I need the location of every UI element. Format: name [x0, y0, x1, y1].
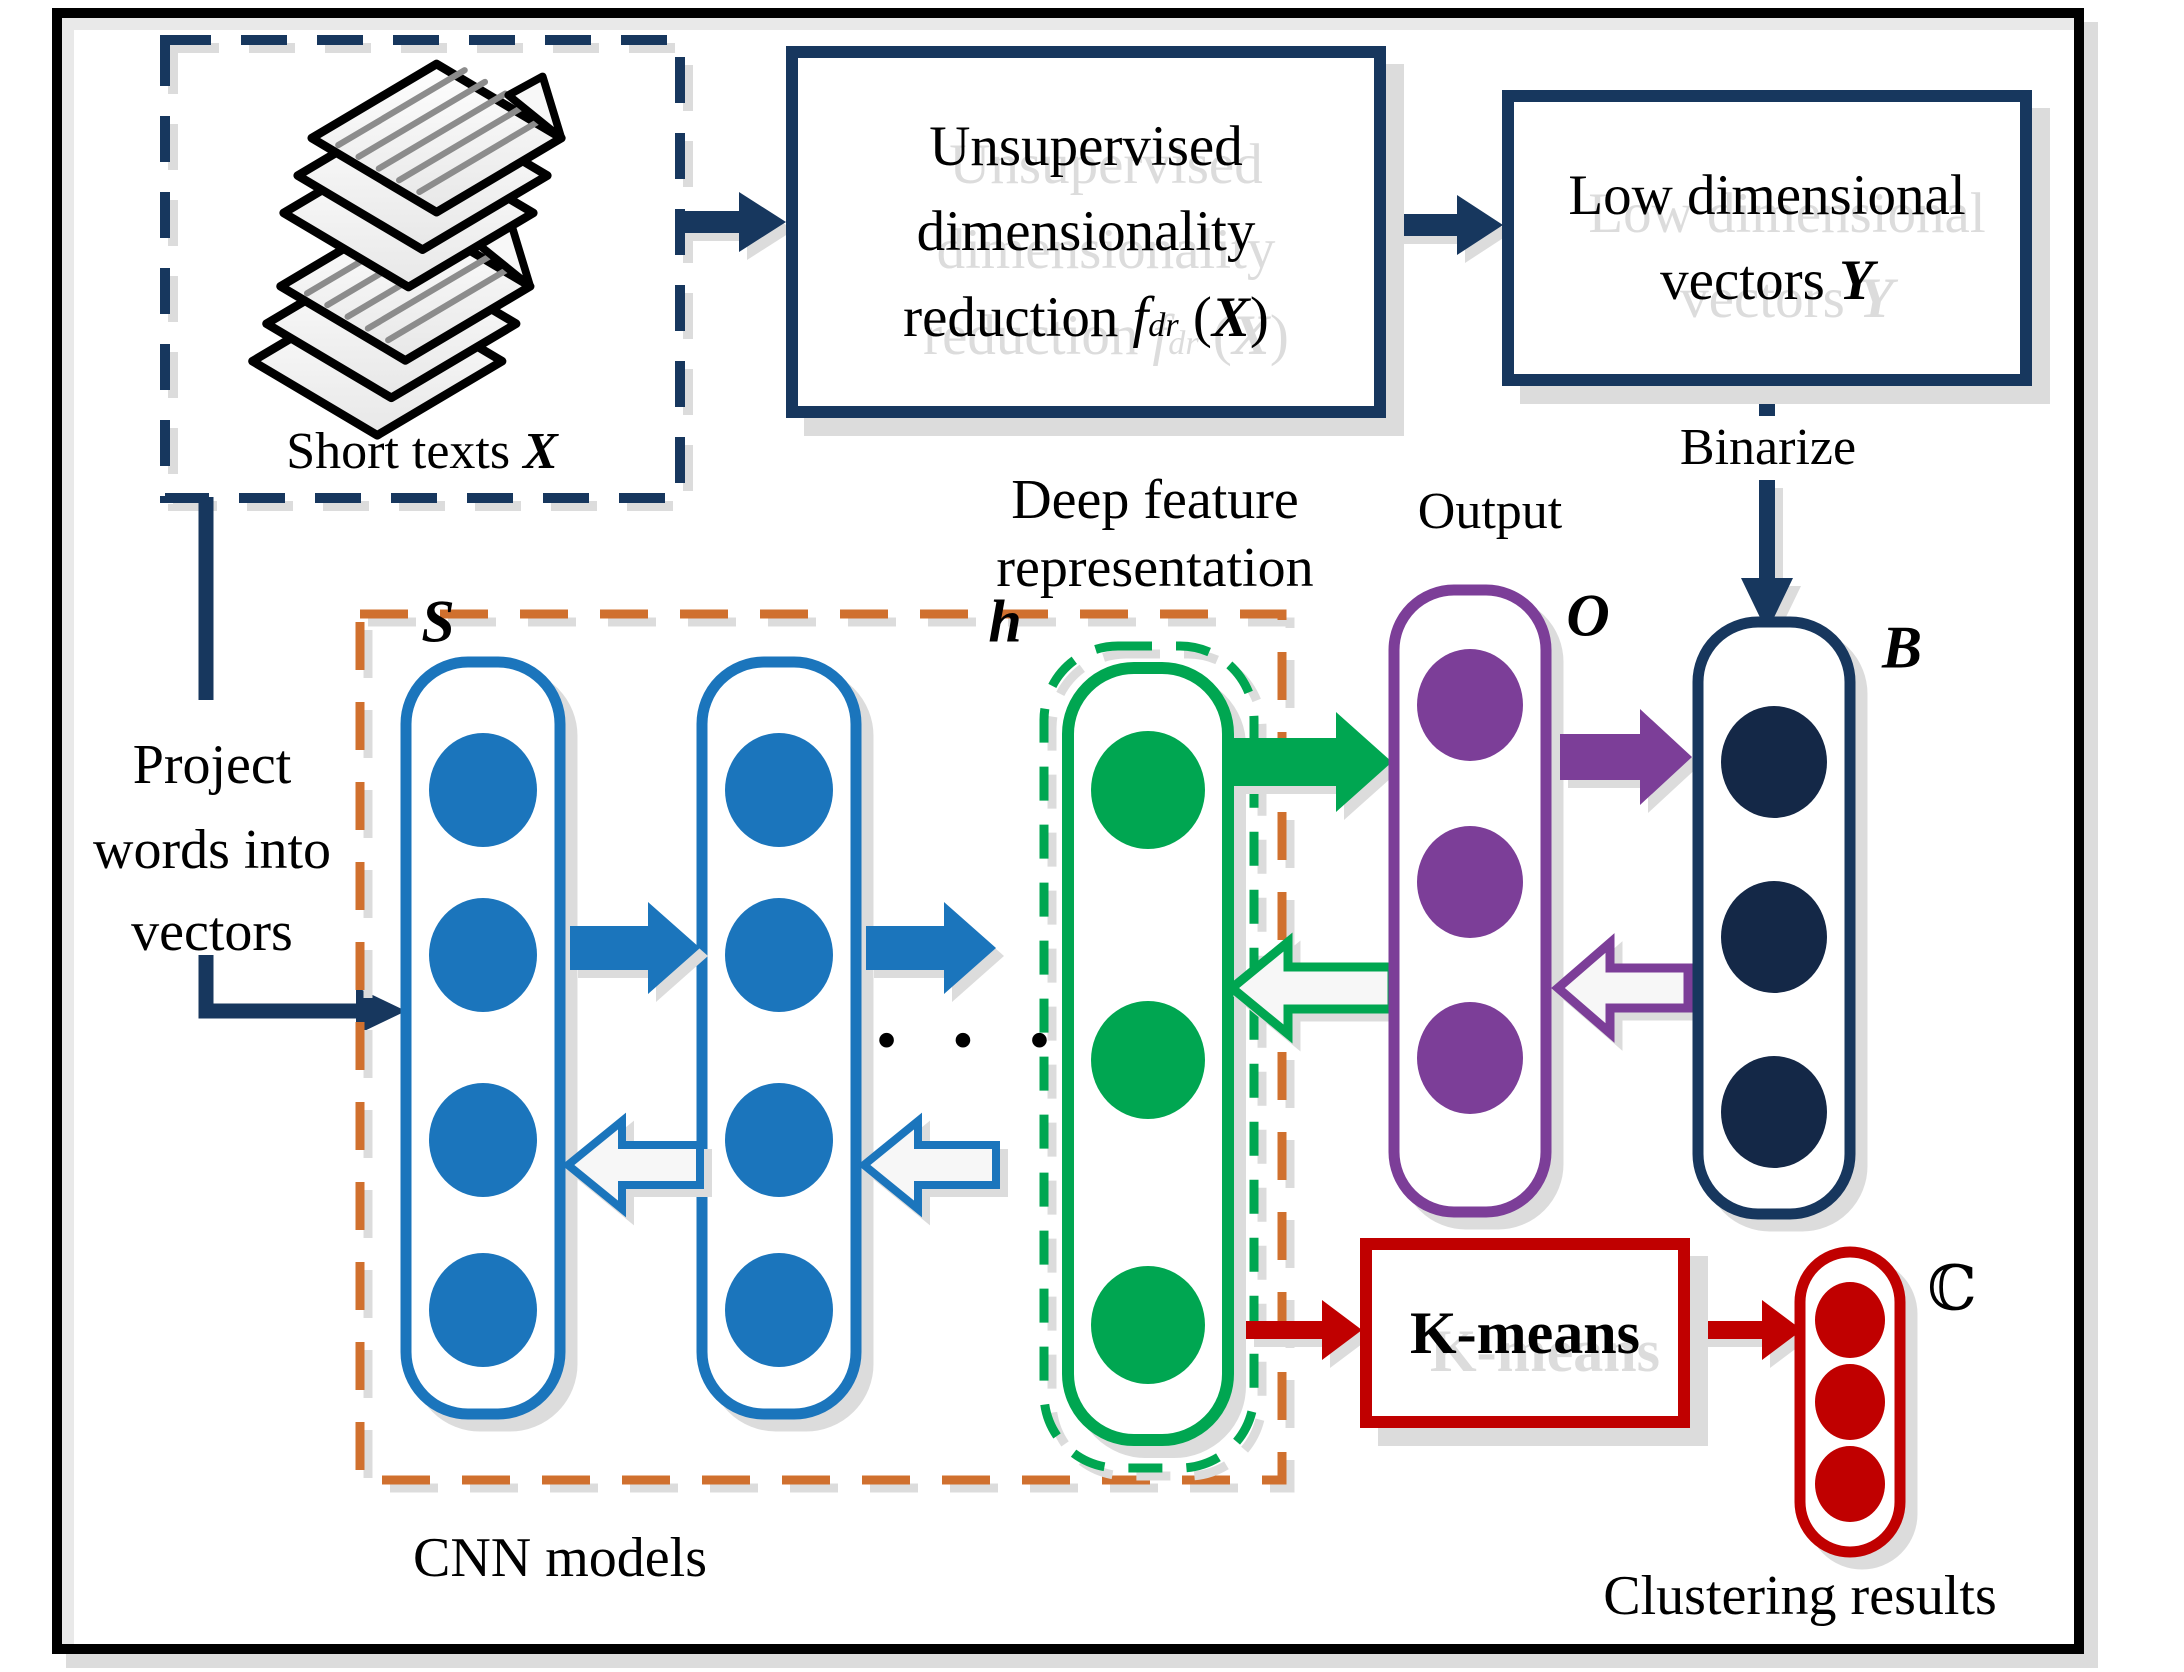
low-dim-line2: vectors Y — [1660, 238, 1874, 324]
project-words-line3: vectors — [131, 900, 293, 963]
cluster-node — [1815, 1446, 1885, 1522]
neuron-node — [429, 898, 537, 1012]
arrow-h-to-kmeans — [1246, 1300, 1362, 1360]
output-o-column — [1388, 584, 1552, 1218]
paren-close: ) — [1249, 285, 1269, 349]
neuron-node — [429, 733, 537, 847]
dim-reduction-line1: Unsupervised — [929, 114, 1243, 178]
cnn-models-label: CNN models — [413, 1526, 707, 1589]
backward-arrow-blue-1 — [561, 1112, 704, 1218]
project-words-line1: Project — [132, 733, 292, 796]
cluster-node — [1815, 1364, 1885, 1440]
neuron-node — [1091, 1001, 1205, 1119]
h-symbol: h — [988, 588, 1022, 655]
forward-arrow-blue-2 — [866, 902, 996, 994]
binarize-label: Binarize — [1679, 419, 1857, 477]
page-fold-corner — [504, 72, 566, 142]
short-texts-dashed-box — [160, 35, 685, 503]
short-texts-words: Short texts — [286, 423, 511, 481]
binary-b-column — [1692, 616, 1856, 1220]
forward-arrow-purple — [1560, 709, 1692, 805]
neuron-node — [1417, 1002, 1523, 1114]
forward-arrow-blue-1 — [570, 902, 700, 994]
cluster-node — [1815, 1282, 1885, 1358]
neuron-node — [1417, 649, 1523, 761]
arrow-texts-to-reduction — [683, 192, 786, 252]
clustering-c-column — [1794, 1246, 1906, 1558]
vectors-word: vectors — [1660, 249, 1825, 312]
deep-feature-label-line2: representation — [996, 536, 1314, 599]
dim-reduction-line2: dimensionality — [916, 200, 1256, 264]
neuron-node — [1417, 826, 1523, 938]
project-words-line2: words into — [93, 818, 331, 881]
neuron-node — [725, 1253, 833, 1367]
x-symbol: X — [1211, 285, 1250, 349]
reduction-word: reduction — [903, 285, 1119, 349]
y-symbol: Y — [1839, 249, 1874, 312]
deep-feature-label-line1: Deep feature — [1011, 468, 1299, 531]
documents-stack-icon — [248, 59, 566, 440]
figure-border-frame — [52, 8, 2084, 1654]
project-words-arrowhead — [356, 987, 406, 1035]
neuron-node — [1721, 1056, 1827, 1168]
neuron-node — [725, 733, 833, 847]
arrow-reduction-to-lowdim — [1392, 195, 1503, 255]
neuron-node — [725, 1083, 833, 1197]
neuron-node — [1721, 881, 1827, 993]
neuron-node — [725, 898, 833, 1012]
cnn-models-dashed-box — [355, 609, 1287, 1485]
project-words-line-bottom — [198, 955, 356, 1019]
function-symbol: f — [1132, 285, 1149, 349]
arrow-kmeans-to-clusters — [1692, 1300, 1802, 1360]
kmeans-label: K-means — [1410, 1299, 1640, 1366]
paren-open: ( — [1192, 285, 1212, 349]
low-dim-line1: Low dimensional — [1568, 163, 1966, 227]
binarize-down-arrow — [1741, 480, 1793, 632]
neuron-node — [1091, 731, 1205, 849]
document-text-lines — [335, 67, 549, 196]
output-label: Output — [1417, 483, 1563, 541]
document-stack-front — [279, 59, 566, 292]
neuron-node — [1091, 1266, 1205, 1384]
clustering-results-label: Clustering results — [1603, 1564, 1997, 1627]
deep-feature-dashed-box — [1039, 641, 1259, 1473]
low-dim-vectors-box: Low dimensional vectors Y — [1502, 90, 2032, 386]
x-symbol: X — [523, 423, 558, 481]
o-symbol: O — [1566, 582, 1610, 649]
b-symbol: B — [1881, 614, 1923, 681]
backward-arrow-blue-2 — [857, 1112, 1000, 1218]
kmeans-box: K-means — [1360, 1238, 1690, 1428]
neuron-node — [429, 1253, 537, 1367]
neuron-node — [1721, 706, 1827, 818]
cnn-layer-column-2 — [696, 656, 862, 1420]
neuron-node — [429, 1083, 537, 1197]
backward-arrow-purple — [1551, 933, 1693, 1043]
deep-feature-h-column — [1062, 662, 1234, 1446]
short-texts-label: Short texts X — [286, 422, 558, 482]
cnn-layer-s-column — [400, 656, 566, 1420]
function-subscript: dr — [1148, 306, 1179, 344]
c-symbol: ℂ — [1927, 1251, 1977, 1325]
s-symbol: S — [421, 588, 455, 655]
ellipsis-dots: • • • — [877, 1009, 1071, 1070]
forward-arrow-green — [1234, 712, 1392, 812]
